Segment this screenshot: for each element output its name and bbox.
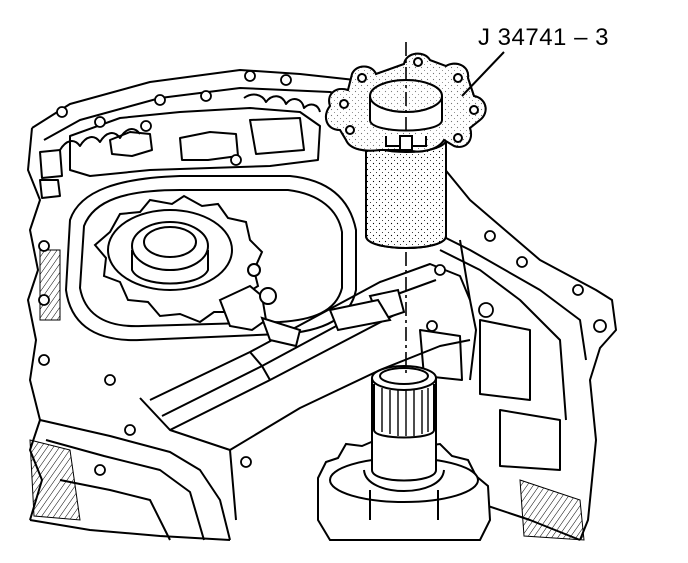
special-tool [324,52,487,249]
case-bolt-holes [38,70,607,476]
output-shaft [317,365,492,541]
callout-leader [461,51,505,97]
shaft-splines [381,388,429,436]
shift-linkage [218,263,406,348]
hatch-regions [29,249,585,541]
transmission-case [27,69,617,541]
sun-gear [93,194,264,324]
tool-callout-label: J 34741 – 3 [478,24,609,51]
